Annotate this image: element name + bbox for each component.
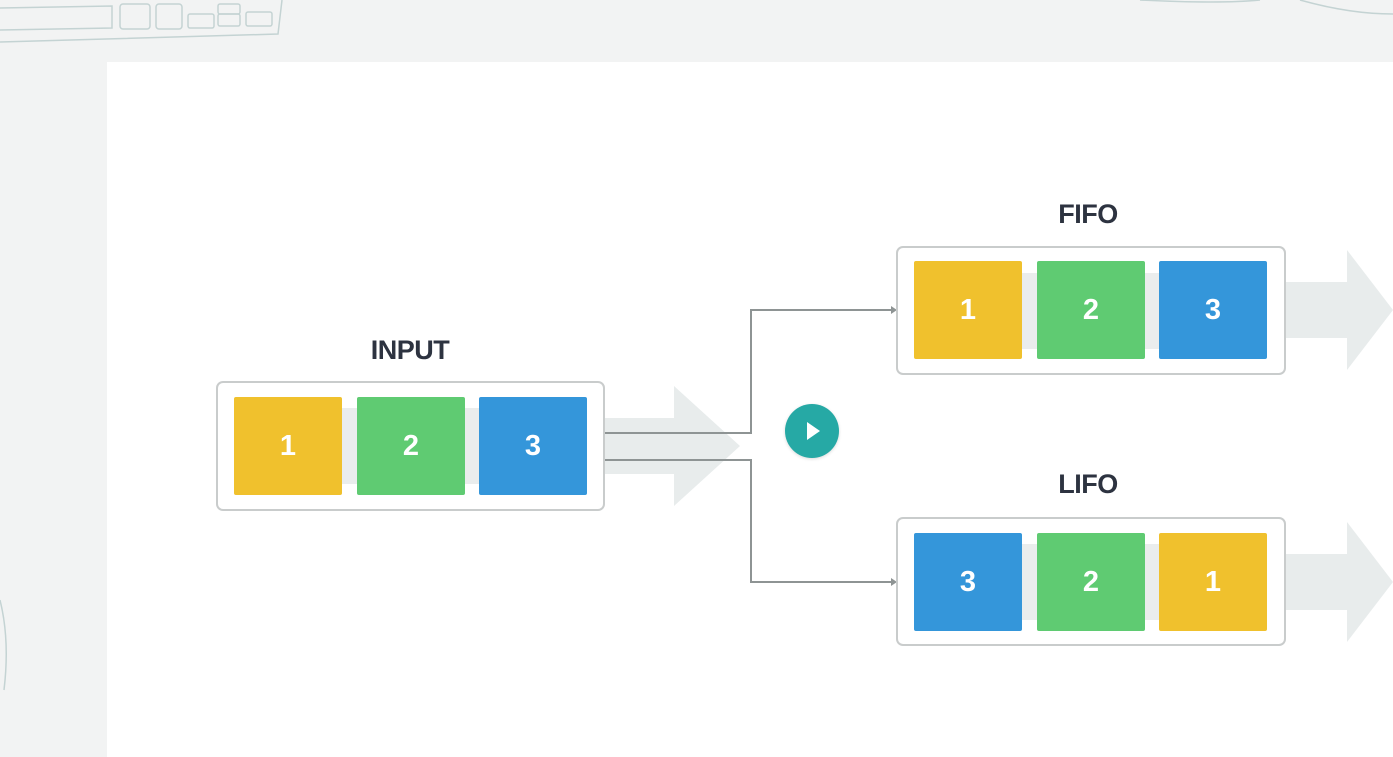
fifo-connector-line (604, 309, 893, 434)
fifo-output-arrow (1280, 250, 1393, 370)
input-item-1: 1 (234, 397, 342, 495)
fifo-item-3: 3 (1159, 261, 1267, 359)
fifo-connector-arrowhead (891, 306, 897, 314)
fifo-container: 1 2 3 (896, 246, 1286, 375)
lifo-title: LIFO (1058, 469, 1118, 499)
tile-gap (464, 408, 480, 484)
input-item-3: 3 (479, 397, 587, 495)
input-item-2: 2 (357, 397, 465, 495)
play-icon (807, 422, 820, 440)
lifo-connector-line (604, 459, 893, 583)
input-title: INPUT (370, 335, 450, 365)
fifo-item-1: 1 (914, 261, 1022, 359)
play-button[interactable] (785, 404, 839, 458)
tile-gap (1022, 544, 1038, 620)
tile-gap (1145, 273, 1161, 349)
tile-gap (1145, 544, 1161, 620)
lifo-item-1: 3 (914, 533, 1022, 631)
lifo-item-2: 2 (1037, 533, 1145, 631)
keyboard-outline-sketch (0, 0, 283, 43)
fifo-title: FIFO (1058, 199, 1118, 229)
input-container: 1 2 3 (216, 381, 605, 511)
lifo-connector-arrowhead (891, 578, 897, 586)
tile-gap (1022, 273, 1038, 349)
tile-gap (341, 408, 357, 484)
lifo-item-3: 1 (1159, 533, 1267, 631)
lifo-container: 3 2 1 (896, 517, 1286, 646)
fifo-item-2: 2 (1037, 261, 1145, 359)
input-flow-arrow (600, 386, 740, 506)
lifo-output-arrow (1280, 522, 1393, 642)
